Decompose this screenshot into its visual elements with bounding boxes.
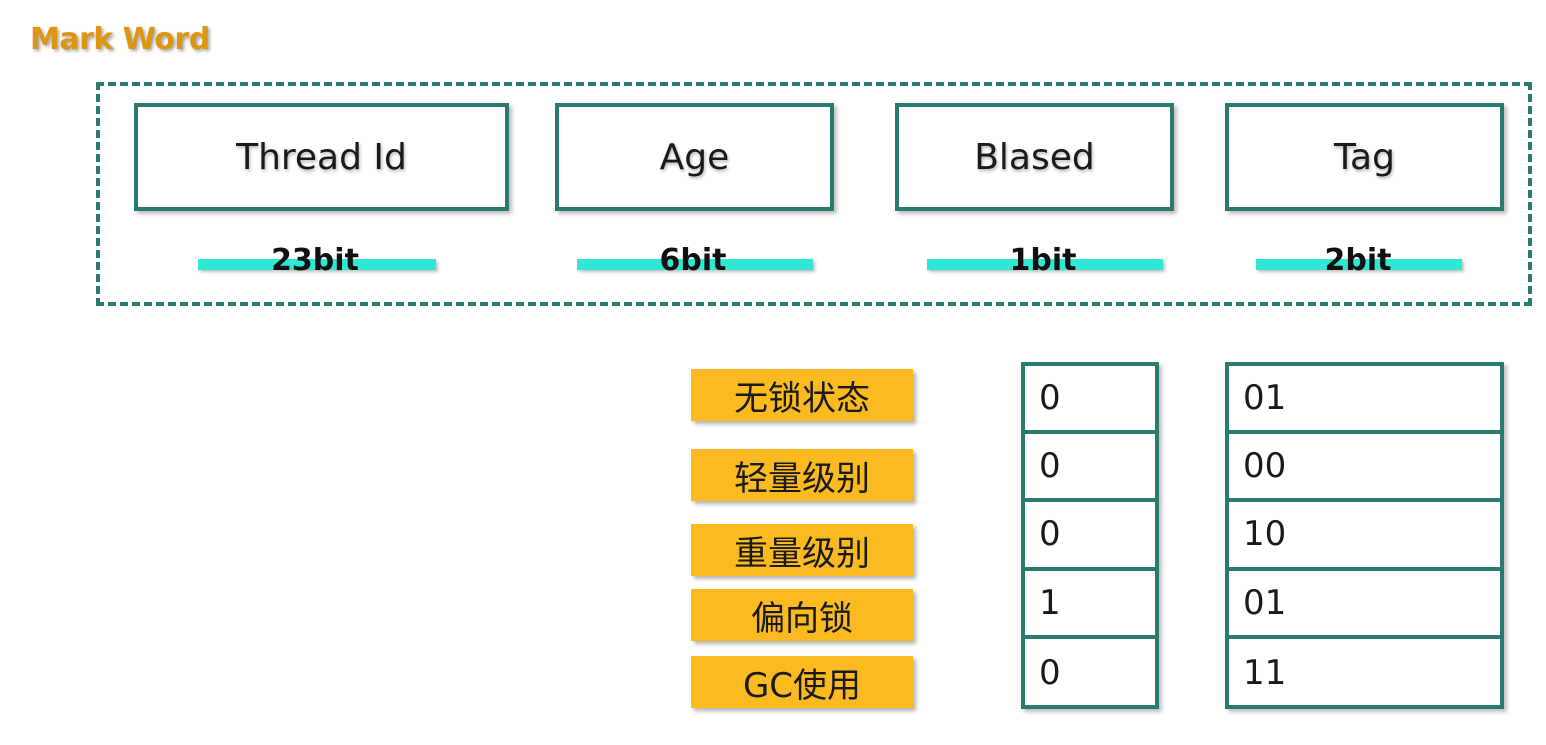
- state-label-heavyweight: 重量级别: [691, 524, 913, 576]
- bit-bar-biased: [927, 259, 1163, 270]
- tag-cell: 10: [1229, 502, 1500, 571]
- tag-cell: 01: [1229, 366, 1500, 435]
- field-age: Age: [555, 103, 834, 211]
- mark-word-frame: [96, 82, 1532, 306]
- field-tag: Tag: [1225, 103, 1504, 211]
- biased-bit-column: 0 0 0 1 0: [1021, 362, 1159, 709]
- biased-bit-cell: 0: [1025, 502, 1155, 571]
- field-thread-id: Thread Id: [134, 103, 509, 211]
- biased-bit-cell: 1: [1025, 571, 1155, 639]
- biased-bit-cell: 0: [1039, 652, 1061, 693]
- biased-bit-cell: 0: [1025, 366, 1155, 435]
- state-label-unlocked: 无锁状态: [691, 369, 913, 421]
- tag-cell: 11: [1243, 652, 1287, 693]
- bit-label-tag: 2bit: [1324, 243, 1392, 278]
- field-biased: Blased: [895, 103, 1174, 211]
- tag-column: 01 00 10 01 11: [1225, 362, 1504, 709]
- state-label-lightweight: 轻量级别: [691, 449, 913, 501]
- tag-cell: 00: [1229, 434, 1500, 503]
- bit-label-age: 6bit: [659, 243, 727, 278]
- bit-bar-tag: [1256, 259, 1462, 270]
- bit-label-biased: 1bit: [1009, 243, 1077, 278]
- biased-bit-cell: 0: [1025, 434, 1155, 503]
- diagram-title: Mark Word: [30, 22, 210, 57]
- state-label-gc: GC使用: [691, 656, 913, 708]
- bit-bar-thread-id: [198, 259, 436, 270]
- bit-label-thread-id: 23bit: [271, 243, 359, 278]
- state-label-biased: 偏向锁: [691, 589, 913, 641]
- bit-bar-age: [577, 259, 813, 270]
- tag-cell: 01: [1229, 571, 1500, 639]
